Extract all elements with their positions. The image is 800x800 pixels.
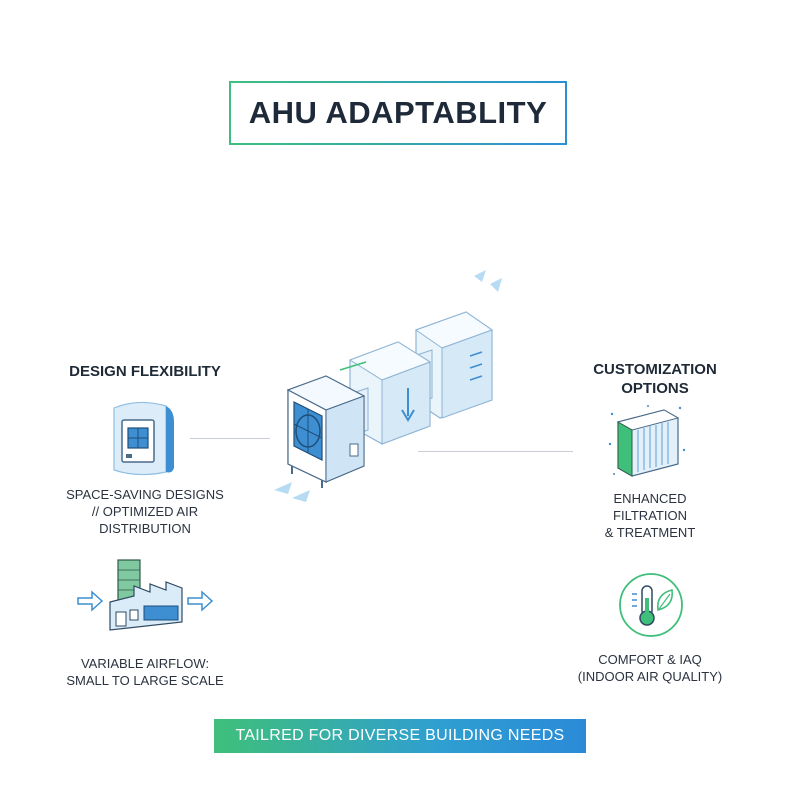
custom-heading-line-2: OPTIONS <box>621 380 689 397</box>
filter-caption-line-3: & TREATMENT <box>604 525 696 540</box>
customization-options-heading: CUSTOMIZATION OPTIONS <box>570 360 740 398</box>
airflow-caption: VARIABLE AIRFLOW: SMALL TO LARGE SCALE <box>50 655 240 689</box>
space-saving-caption: SPACE-SAVING DESIGNS // OPTIMIZED AIR DI… <box>60 486 230 537</box>
filter-icon <box>608 405 686 477</box>
filter-caption-line-1: ENHANCED <box>613 491 687 506</box>
factory-airflow-icon <box>77 559 214 631</box>
filtration-caption: ENHANCED FILTRATION & TREATMENT <box>565 490 735 541</box>
page-title: AHU ADAPTABLITY <box>248 95 548 130</box>
title-box: AHU ADAPTABLITY <box>229 81 567 145</box>
left-connector-line <box>190 438 270 439</box>
design-flexibility-heading: DESIGN FLEXIBILITY <box>69 363 221 380</box>
space-saving-unit-icon <box>113 401 174 476</box>
comfort-iaq-caption: COMFORT & IAQ (INDOOR AIR QUALITY) <box>560 651 740 685</box>
space-caption-line-3: DISTRIBUTION <box>99 521 191 536</box>
ahu-modules-illustration <box>274 270 502 502</box>
custom-heading-line-1: CUSTOMIZATION <box>593 361 717 378</box>
space-caption-line-1: SPACE-SAVING DESIGNS <box>66 487 224 502</box>
right-connector-line <box>418 451 573 452</box>
airflow-caption-line-1: VARIABLE AIRFLOW: <box>80 656 210 671</box>
space-caption-line-2: // OPTIMIZED AIR <box>91 504 199 519</box>
comfort-caption-line-1: COMFORT & IAQ <box>598 652 702 667</box>
thermometer-leaf-icon <box>619 573 683 637</box>
airflow-caption-line-2: SMALL TO LARGE SCALE <box>66 673 224 688</box>
filter-caption-line-2: FILTRATION <box>613 508 687 523</box>
banner-text: TAILRED FOR DIVERSE BUILDING NEEDS <box>235 727 565 744</box>
comfort-caption-line-2: (INDOOR AIR QUALITY) <box>577 669 723 684</box>
bottom-banner: TAILRED FOR DIVERSE BUILDING NEEDS <box>214 719 586 753</box>
